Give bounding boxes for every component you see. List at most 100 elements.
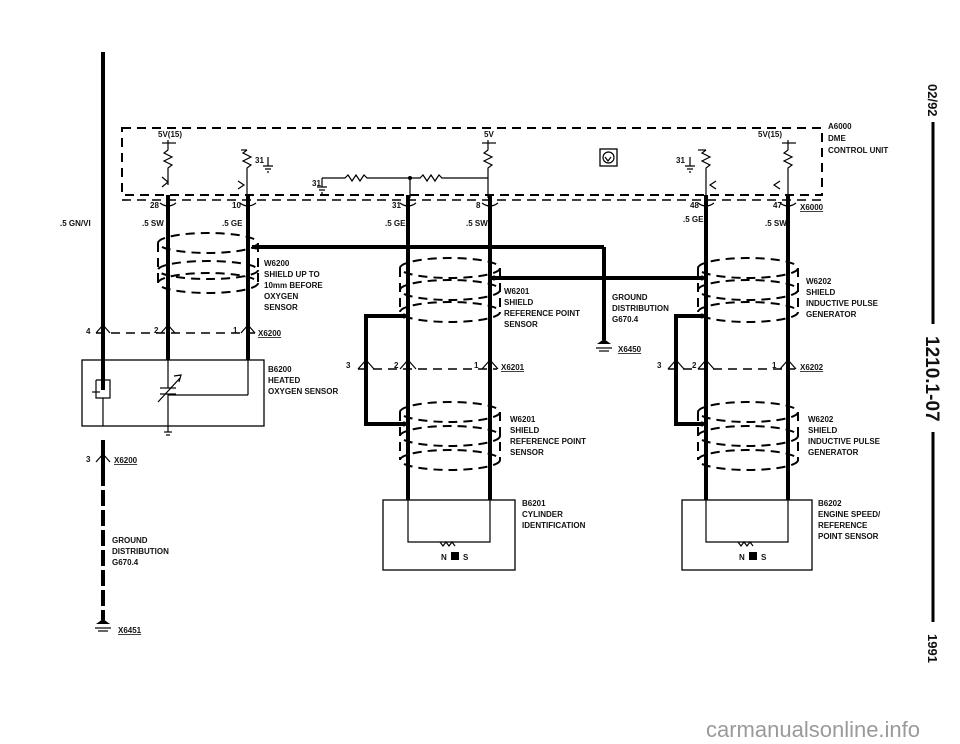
cylinder-id-box xyxy=(382,499,516,571)
w6202-bottom-line-2: GENERATOR xyxy=(808,448,859,457)
b6202-line-0: ENGINE SPEED/ xyxy=(818,510,881,519)
pin-3d: 3 xyxy=(86,455,91,464)
wire-ge-3: .5 GE xyxy=(683,215,704,224)
connector-x6200-bottom-label: X6200 xyxy=(114,456,138,465)
side-year: 1991 xyxy=(925,634,940,663)
control-unit-circuitry: 31 31 31 xyxy=(161,140,796,198)
connector-x6202-label: X6202 xyxy=(800,363,824,372)
shield-w6201-bottom xyxy=(399,401,501,471)
pin-10: 10 xyxy=(232,201,241,210)
ground-mid-junction xyxy=(601,275,607,281)
shield-w6202-top xyxy=(697,257,799,323)
w6201-bottom-line-1: REFERENCE POINT xyxy=(510,437,586,446)
connector-x6200-bottom xyxy=(95,453,111,463)
w6200-id: W6200 xyxy=(264,259,290,268)
w6202-top-line-2: GENERATOR xyxy=(806,310,857,319)
pin-8: 8 xyxy=(476,201,481,210)
control-unit-line1: DME xyxy=(828,134,846,143)
wire-ge-1: .5 GE xyxy=(222,219,243,228)
ground-mid-line-0: GROUND xyxy=(612,293,648,302)
b6200-line-1: OXYGEN SENSOR xyxy=(268,387,338,396)
sensor-b-pole-s: S xyxy=(761,553,767,562)
sensor-b-pole-n: N xyxy=(739,553,745,562)
wire-sw-2: .5 SW xyxy=(466,219,488,228)
ground-left-line-1: DISTRIBUTION xyxy=(112,547,169,556)
connector-x6451: X6451 xyxy=(118,626,142,635)
control-unit-box xyxy=(121,127,823,201)
gnd-label-c: 31 xyxy=(676,156,685,165)
gnd-label-a: 31 xyxy=(255,156,264,165)
w6201-top-line-1: REFERENCE POINT xyxy=(504,309,580,318)
wire-gnvi: .5 GN/VI xyxy=(60,219,91,228)
side-date: 02/92 xyxy=(925,84,940,117)
gnd-label-b: 31 xyxy=(312,179,321,188)
pin-3c: 3 xyxy=(657,361,662,370)
b6200-line-0: HEATED xyxy=(268,376,301,385)
b6201-id: B6201 xyxy=(522,499,546,508)
pin-3b: 3 xyxy=(346,361,351,370)
oxygen-sensor-box xyxy=(81,359,265,436)
shield-w6201-top xyxy=(399,257,501,323)
connector-x6201-label: X6201 xyxy=(501,363,525,372)
b6202-line-2: POINT SENSOR xyxy=(818,532,879,541)
w6201-top-line-0: SHIELD xyxy=(504,298,534,307)
w6200-line-3: SENSOR xyxy=(264,303,298,312)
w6200-line-2: OXYGEN xyxy=(264,292,298,301)
w6202-top-id: W6202 xyxy=(806,277,832,286)
b6202-line-1: REFERENCE xyxy=(818,521,868,530)
b6202-id: B6202 xyxy=(818,499,842,508)
ground-mid-line-1: DISTRIBUTION xyxy=(612,304,669,313)
connector-x6450: X6450 xyxy=(618,345,642,354)
control-unit-v-mid: 5V xyxy=(484,130,494,139)
sensor-a-pole-s: S xyxy=(463,553,469,562)
w6200-line-1: 10mm BEFORE xyxy=(264,281,323,290)
pin-1b: 1 xyxy=(474,361,479,370)
pin-28: 28 xyxy=(150,201,159,210)
ground-left-line-2: G670.4 xyxy=(112,558,139,567)
connector-x6200-top xyxy=(95,324,256,334)
main-wires xyxy=(101,52,790,620)
w6201-bottom-id: W6201 xyxy=(510,415,536,424)
ground-left-symbol xyxy=(95,619,111,632)
wire-ge-2: .5 GE xyxy=(385,219,406,228)
pin-31: 31 xyxy=(392,201,401,210)
w6202-bottom-id: W6202 xyxy=(808,415,834,424)
connector-x6200-top-label: X6200 xyxy=(258,329,282,338)
w6202-top-line-0: SHIELD xyxy=(806,288,836,297)
control-unit-id: A6000 xyxy=(828,122,852,131)
ground-mid-symbol xyxy=(596,339,612,352)
engine-speed-sensor-box xyxy=(681,499,813,571)
b6201-line-1: IDENTIFICATION xyxy=(522,521,586,530)
w6201-bottom-line-0: SHIELD xyxy=(510,426,540,435)
pin-2c: 2 xyxy=(692,361,697,370)
control-unit-line2: CONTROL UNIT xyxy=(828,146,888,155)
w6201-bottom-line-2: SENSOR xyxy=(510,448,544,457)
shield-w6202-bottom xyxy=(697,401,799,471)
pin-2a: 2 xyxy=(154,326,159,335)
shield-w6200 xyxy=(157,232,259,294)
connector-x6000: X6000 xyxy=(800,203,824,212)
pin-48: 48 xyxy=(690,201,699,210)
w6201-top-id: W6201 xyxy=(504,287,530,296)
wire-sw-1: .5 SW xyxy=(142,219,164,228)
b6200-id: B6200 xyxy=(268,365,292,374)
pin-47: 47 xyxy=(773,201,782,210)
w6201-top-line-2: SENSOR xyxy=(504,320,538,329)
w6202-bracket xyxy=(674,314,702,426)
sensor-a-pole-n: N xyxy=(441,553,447,562)
wire-sw-3: .5 SW xyxy=(765,219,787,228)
w6200-line-0: SHIELD UP TO xyxy=(264,270,320,279)
control-unit-v-right: 5V(15) xyxy=(758,130,782,139)
w6201-bracket xyxy=(364,314,404,426)
side-section: 1210.1-07 xyxy=(921,336,942,422)
pin-1a: 1 xyxy=(233,326,238,335)
control-unit-v-left: 5V(15) xyxy=(158,130,182,139)
w6202-top-line-1: INDUCTIVE PULSE xyxy=(806,299,879,308)
ground-left-line-0: GROUND xyxy=(112,536,148,545)
connector-x6202 xyxy=(667,359,797,370)
w6202-bottom-line-0: SHIELD xyxy=(808,426,838,435)
connector-x6201 xyxy=(357,359,499,370)
side-strip: 02/92 1210.1-07 1991 xyxy=(921,84,942,663)
